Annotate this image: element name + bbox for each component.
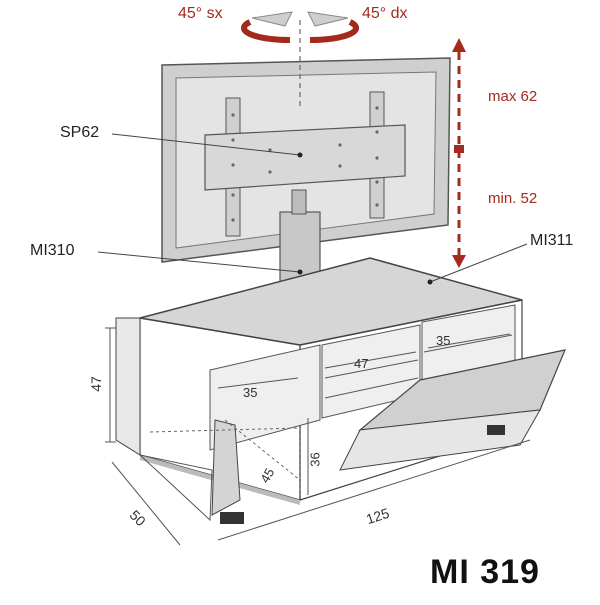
dimension-lines — [105, 327, 531, 546]
left-inner-width-dimension: 35 — [243, 385, 258, 400]
column-callout: MI310 — [30, 242, 75, 259]
rotate-right-label: 45° dx — [362, 5, 408, 22]
callout-dots — [297, 152, 433, 285]
cabinet-body — [115, 257, 566, 524]
rotation-arrows — [241, 11, 359, 44]
height-dimension: 47 — [87, 376, 104, 392]
model-title: MI 319 — [430, 553, 540, 591]
min-height-label: min. 52 — [488, 190, 538, 207]
height-adjustment-arrow — [452, 38, 466, 268]
callout-leaders — [97, 133, 528, 283]
center-inner-width-dimension: 47 — [354, 356, 369, 371]
inner-height-dimension: 36 — [307, 452, 323, 467]
bracket-callout: SP62 — [60, 124, 100, 141]
rotate-left-label: 45° sx — [178, 5, 223, 22]
max-height-label: max 62 — [488, 88, 538, 105]
mount-bracket — [204, 91, 406, 237]
cabinet-callout: MI311 — [530, 232, 574, 249]
right-inner-width-dimension: 35 — [436, 333, 451, 348]
